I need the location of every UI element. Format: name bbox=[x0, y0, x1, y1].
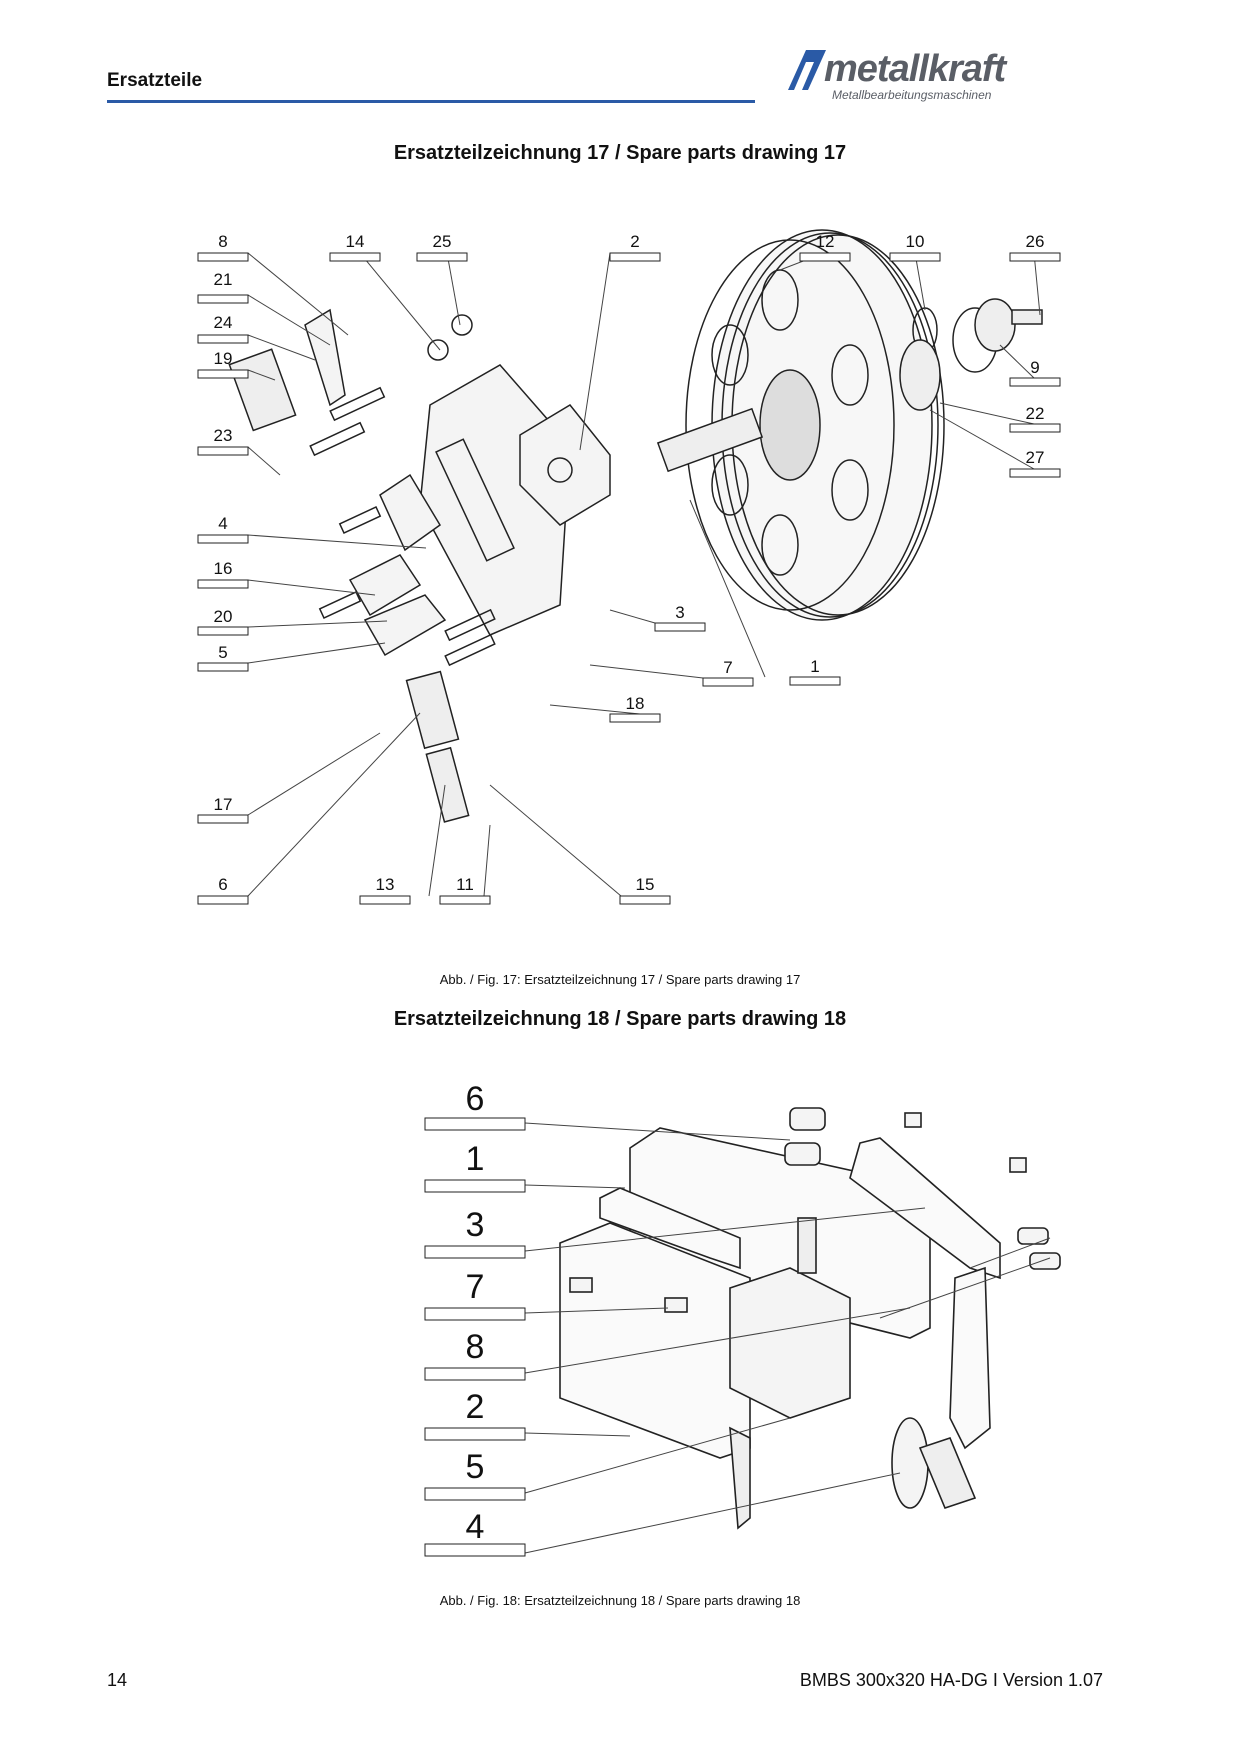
svg-text:15: 15 bbox=[636, 875, 655, 894]
drawing-18-caption: Abb. / Fig. 18: Ersatzteilzeichnung 18 /… bbox=[439, 1593, 801, 1608]
document-version: BMBS 300x320 HA-DG I Version 1.07 bbox=[799, 1670, 1103, 1690]
svg-text:19: 19 bbox=[214, 349, 233, 368]
svg-text:25: 25 bbox=[433, 232, 452, 251]
label-box-2: 2 bbox=[424, 1388, 526, 1441]
drawing-17-title: Ersatzteilzeichnung 17 / Spare parts dra… bbox=[393, 142, 847, 164]
svg-text:4: 4 bbox=[218, 514, 227, 533]
label-box-9: 9 bbox=[1009, 358, 1061, 387]
label-box-14: 14 bbox=[329, 232, 381, 262]
label-box-18: 18 bbox=[609, 694, 661, 723]
label-box-2: 2 bbox=[609, 232, 661, 262]
svg-text:8: 8 bbox=[466, 1328, 485, 1366]
svg-text:2: 2 bbox=[466, 1388, 485, 1426]
svg-text:2: 2 bbox=[630, 232, 639, 251]
label-box-5: 5 bbox=[197, 643, 249, 672]
svg-text:3: 3 bbox=[675, 603, 684, 622]
label-box-7: 7 bbox=[424, 1268, 526, 1321]
label-box-3: 3 bbox=[654, 603, 706, 632]
svg-text:26: 26 bbox=[1026, 232, 1045, 251]
label-box-5: 5 bbox=[424, 1448, 526, 1501]
header-divider bbox=[107, 100, 755, 103]
svg-text:24: 24 bbox=[214, 313, 233, 332]
svg-text:14: 14 bbox=[346, 232, 365, 251]
svg-text:9: 9 bbox=[1030, 358, 1039, 377]
label-box-25: 25 bbox=[416, 232, 468, 262]
label-box-4: 4 bbox=[197, 514, 249, 544]
label-box-13: 13 bbox=[359, 875, 411, 905]
brand-subtitle: Metallbearbeitungsmaschinen bbox=[832, 88, 992, 102]
label-box-19: 19 bbox=[197, 349, 249, 379]
logo-mark-icon bbox=[788, 50, 826, 90]
svg-text:6: 6 bbox=[466, 1080, 485, 1118]
label-box-24: 24 bbox=[197, 313, 249, 344]
svg-text:22: 22 bbox=[1026, 404, 1045, 423]
label-box-1: 1 bbox=[789, 657, 841, 686]
label-box-3: 3 bbox=[424, 1206, 526, 1259]
section-heading: Ersatzteile bbox=[107, 70, 203, 91]
label-box-6: 6 bbox=[424, 1080, 526, 1131]
svg-text:20: 20 bbox=[214, 607, 233, 626]
svg-text:8: 8 bbox=[218, 232, 227, 251]
svg-text:7: 7 bbox=[723, 658, 732, 677]
svg-text:13: 13 bbox=[376, 875, 395, 894]
svg-text:21: 21 bbox=[214, 270, 233, 289]
label-box-23: 23 bbox=[197, 426, 249, 456]
svg-text:5: 5 bbox=[466, 1448, 485, 1486]
svg-text:10: 10 bbox=[906, 232, 925, 251]
svg-text:5: 5 bbox=[218, 643, 227, 662]
svg-text:6: 6 bbox=[218, 875, 227, 894]
svg-text:17: 17 bbox=[214, 795, 233, 814]
label-box-27: 27 bbox=[1009, 448, 1061, 478]
svg-text:1: 1 bbox=[810, 657, 819, 676]
label-box-16: 16 bbox=[197, 559, 249, 589]
label-box-7: 7 bbox=[702, 658, 754, 687]
svg-text:16: 16 bbox=[214, 559, 233, 578]
svg-text:23: 23 bbox=[214, 426, 233, 445]
metallkraft-logo: metallkraft Metallbearbeitungsmaschinen bbox=[784, 44, 1104, 104]
label-box-17: 17 bbox=[197, 795, 249, 824]
svg-text:7: 7 bbox=[466, 1268, 485, 1306]
label-box-8: 8 bbox=[197, 232, 249, 262]
svg-text:11: 11 bbox=[456, 875, 474, 894]
page-number: 14 bbox=[107, 1670, 128, 1690]
label-box-1: 1 bbox=[424, 1140, 526, 1193]
label-box-20: 20 bbox=[197, 607, 249, 636]
svg-text:3: 3 bbox=[466, 1206, 485, 1244]
label-box-8: 8 bbox=[424, 1328, 526, 1381]
label-box-11: 11 bbox=[439, 875, 491, 905]
label-box-15: 15 bbox=[619, 875, 671, 905]
drawing-18-title: Ersatzteilzeichnung 18 / Spare parts dra… bbox=[393, 1008, 847, 1030]
label-box-12: 12 bbox=[799, 232, 851, 262]
svg-text:1: 1 bbox=[466, 1140, 485, 1178]
svg-text:12: 12 bbox=[816, 232, 835, 251]
svg-text:27: 27 bbox=[1026, 448, 1045, 467]
label-box-6: 6 bbox=[197, 875, 249, 905]
brand-name: metallkraft bbox=[824, 48, 1006, 90]
label-box-10: 10 bbox=[889, 232, 941, 262]
label-box-26: 26 bbox=[1009, 232, 1061, 262]
svg-text:18: 18 bbox=[626, 694, 645, 713]
spare-parts-drawing-18: 6 1 3 7 8 2 5 4 bbox=[424, 1080, 1061, 1557]
label-box-4: 4 bbox=[424, 1508, 526, 1557]
label-box-21: 21 bbox=[197, 270, 249, 304]
spare-parts-drawing-17: 8 14 25 2 12 10 26 21 24 19 9 22 23 27 4… bbox=[197, 229, 1061, 905]
label-box-22: 22 bbox=[1009, 404, 1061, 433]
drawing-17-caption: Abb. / Fig. 17: Ersatzteilzeichnung 17 /… bbox=[439, 972, 801, 987]
svg-text:4: 4 bbox=[466, 1508, 485, 1546]
